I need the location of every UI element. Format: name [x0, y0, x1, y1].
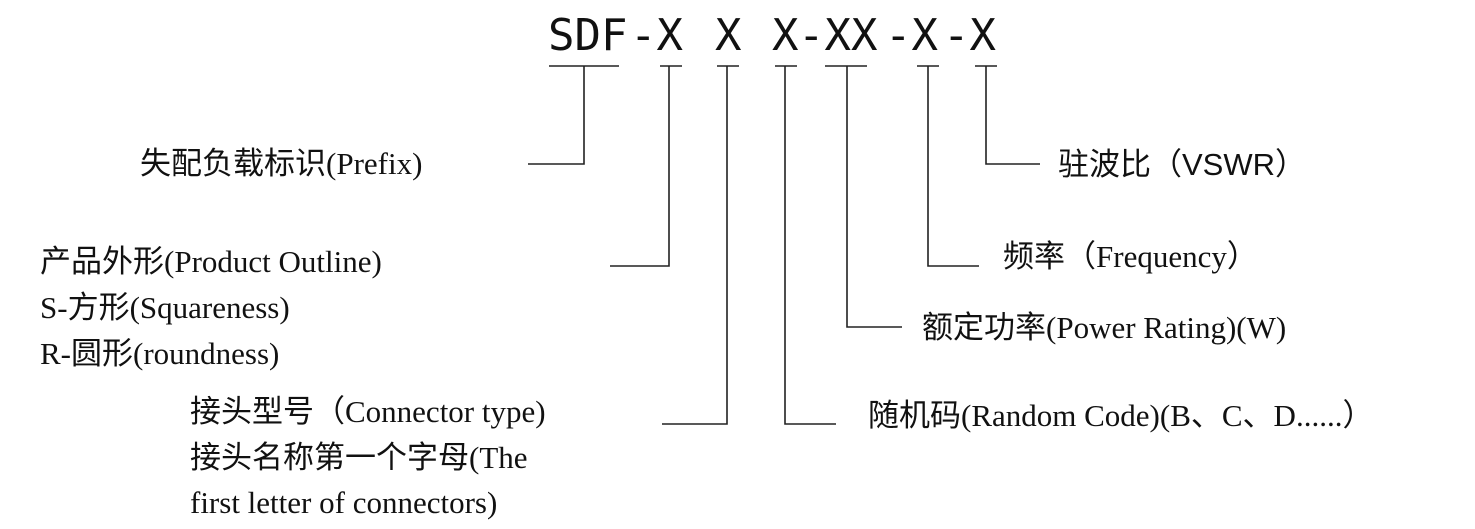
code-prefix: SDF: [548, 10, 628, 61]
code-vswr: -X: [943, 10, 996, 61]
label-prefix: 失配负载标识(Prefix): [140, 146, 423, 181]
label-random: 随机码(Random Code)(B、C、D......）: [868, 398, 1374, 433]
leader-outline: [610, 66, 670, 267]
leader-random: [784, 66, 836, 425]
label-power: 额定功率(Power Rating)(W): [922, 310, 1287, 345]
label-connector-title: 接头型号（Connector type): [190, 394, 546, 429]
code-power: -XX: [798, 10, 878, 61]
label-outline-round: R-圆形(roundness): [40, 336, 280, 371]
label-connector-desc-1: 接头名称第一个字母(The: [190, 440, 528, 475]
code-random: X: [772, 10, 799, 61]
code-connector: X: [715, 10, 742, 61]
leader-prefix-stem: [528, 66, 585, 165]
label-frequency: 频率（Frequency）: [1003, 239, 1258, 274]
label-outline-title: 产品外形(Product Outline): [40, 244, 382, 279]
label-outline-square: S-方形(Squareness): [40, 290, 290, 325]
leader-frequency: [927, 66, 979, 267]
leader-power: [846, 66, 902, 328]
leader-connector: [662, 66, 728, 425]
label-vswr: 驻波比（VSWR）: [1058, 147, 1306, 182]
label-connector-desc-2: first letter of connectors): [190, 485, 498, 520]
leader-vswr: [985, 66, 1040, 165]
code-outline: -X: [630, 10, 683, 61]
code-frequency: -X: [885, 10, 938, 61]
